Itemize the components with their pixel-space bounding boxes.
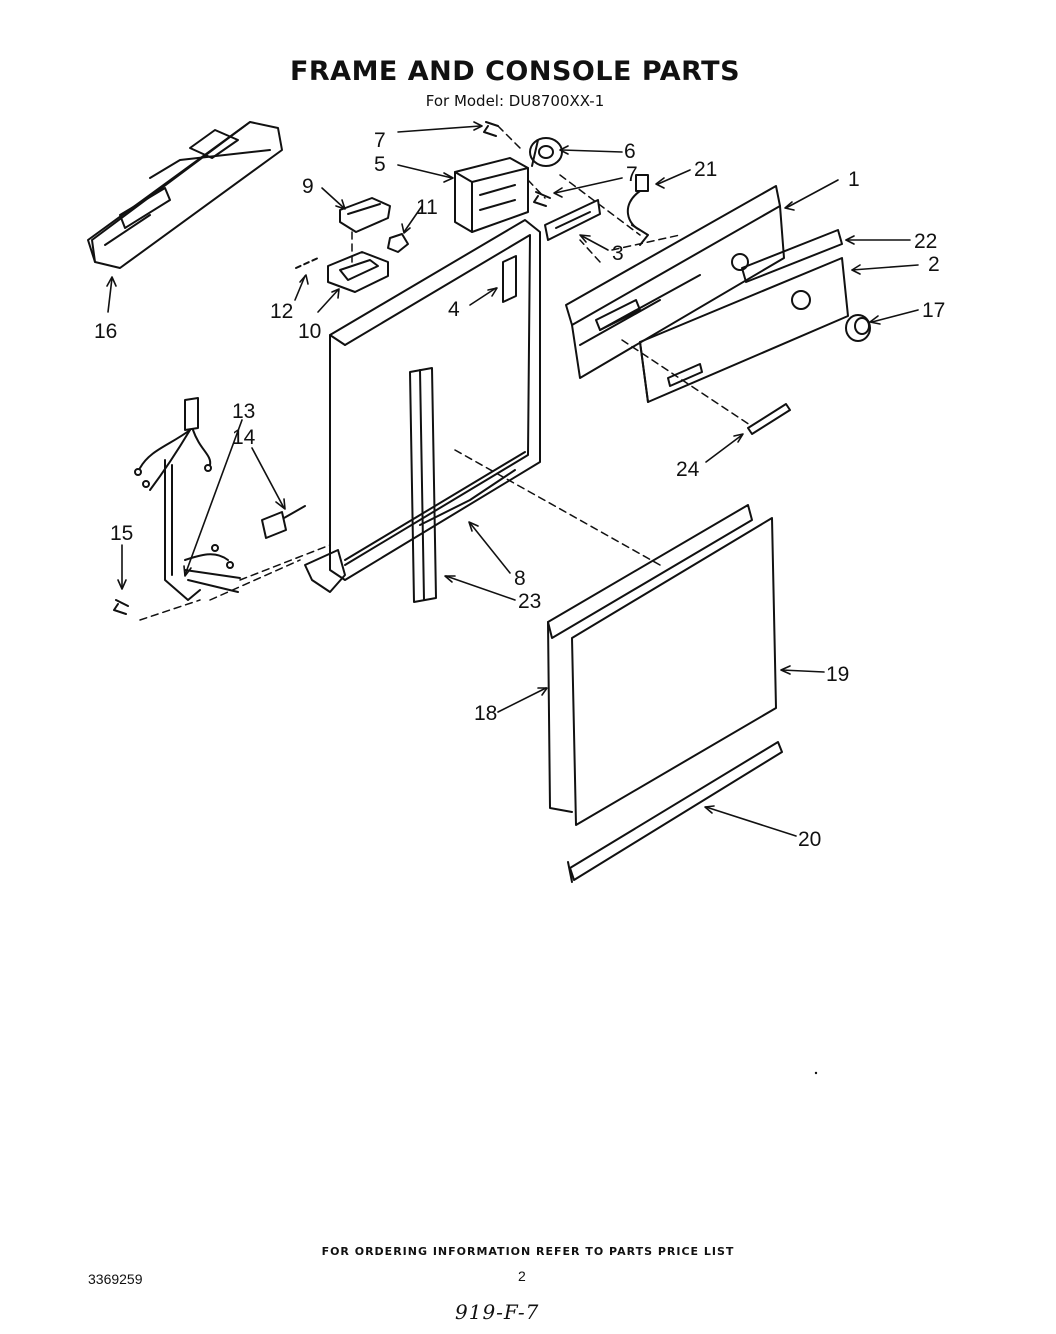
callout-24: 24 — [676, 458, 700, 481]
part-6-timer-dial — [529, 137, 563, 167]
callout-8: 8 — [514, 567, 526, 590]
callout-7-top: 7 — [374, 129, 386, 152]
part-7-screw-top — [483, 121, 499, 137]
leader-arrows — [106, 121, 919, 837]
part-4-latch-bracket — [502, 255, 517, 303]
part-11-clip — [387, 233, 409, 253]
part-16-bracket — [87, 121, 283, 269]
part-17-knob — [845, 314, 871, 342]
callout-13: 13 — [232, 400, 255, 423]
callout-labels: 1 2 3 4 5 6 7 7 8 9 10 11 12 13 14 15 16… — [94, 129, 945, 851]
page-title: FRAME AND CONSOLE PARTS — [289, 56, 741, 87]
part-10-bracket — [327, 251, 389, 293]
callout-11: 11 — [416, 196, 438, 219]
handwritten-note: 919-F-7 — [455, 1300, 540, 1324]
part-19-door-panel — [571, 517, 777, 826]
part-13-wire-harness — [134, 397, 241, 601]
part-22-trim-strip — [741, 229, 843, 283]
callout-12: 12 — [270, 300, 293, 323]
part-14-connector — [261, 505, 306, 539]
part-3-latch-plate — [544, 199, 601, 241]
part-1-console — [565, 185, 785, 379]
part-20-bottom-trim — [567, 741, 783, 883]
model-subtitle: For Model: DU8700XX-1 — [425, 92, 605, 110]
part-12-pin — [295, 257, 319, 269]
stray-dot — [814, 1071, 818, 1075]
callout-22: 22 — [914, 230, 937, 253]
part-21-switch — [627, 174, 649, 246]
callout-9: 9 — [302, 175, 314, 198]
callout-23: 23 — [518, 590, 541, 613]
callout-10: 10 — [298, 320, 321, 343]
callout-16: 16 — [94, 320, 117, 343]
part-15-screw — [113, 599, 129, 615]
document-number: 3369259 — [88, 1271, 143, 1287]
part-18-door-backer — [547, 504, 753, 813]
ordering-note: FOR ORDERING INFORMATION REFER TO PARTS … — [321, 1245, 735, 1258]
part-9-bracket — [339, 197, 391, 233]
part-24-label — [747, 403, 791, 435]
callout-19: 19 — [826, 663, 849, 686]
callout-15: 15 — [110, 522, 133, 545]
page-number: 2 — [518, 1268, 526, 1284]
callout-3: 3 — [612, 242, 624, 265]
part-23-side-strip — [409, 367, 437, 603]
callout-20: 20 — [798, 828, 821, 851]
part-7-screw-right — [533, 191, 551, 207]
callout-17: 17 — [922, 299, 945, 322]
callout-18: 18 — [474, 702, 497, 725]
callout-4: 4 — [448, 298, 460, 321]
callout-2: 2 — [928, 253, 940, 276]
callout-1: 1 — [848, 168, 860, 191]
callout-7-right: 7 — [626, 163, 638, 186]
callout-5: 5 — [374, 153, 386, 176]
callout-14: 14 — [232, 426, 256, 449]
callout-21: 21 — [694, 158, 717, 181]
part-2-panel — [639, 257, 849, 403]
callout-6: 6 — [624, 140, 636, 163]
part-5-control-module — [454, 157, 529, 233]
alignment-lines — [139, 125, 751, 621]
